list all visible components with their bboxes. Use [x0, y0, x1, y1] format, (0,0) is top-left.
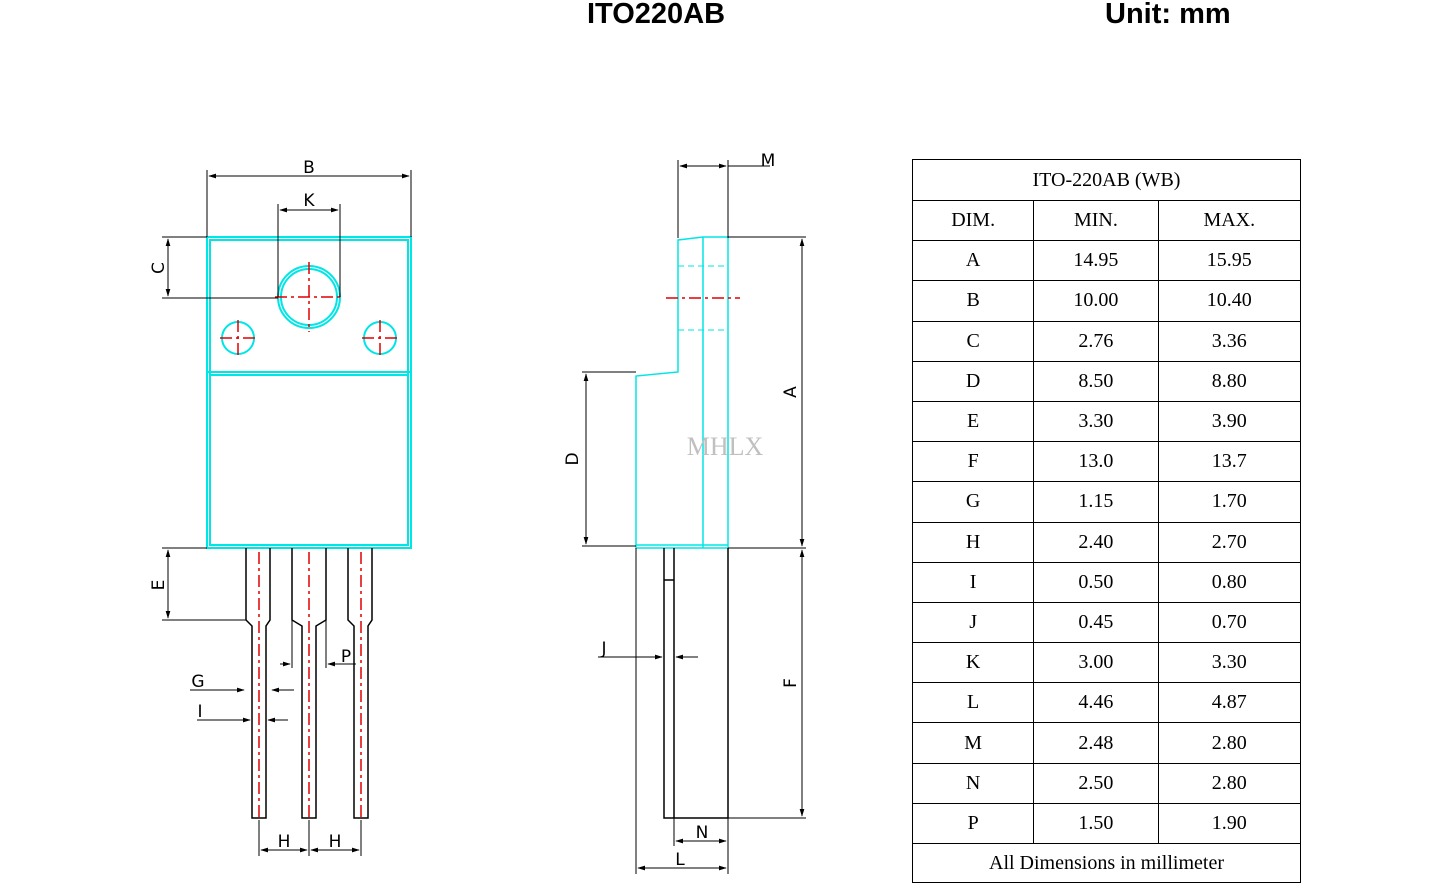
label-k: K: [303, 191, 315, 211]
table-caption: ITO-220AB (WB): [912, 159, 1301, 201]
unit-label: Unit: mm: [1105, 0, 1231, 30]
max-cell: 3.90: [1157, 400, 1302, 443]
column-header: MIN.: [1033, 199, 1159, 242]
label-h-2: H: [329, 832, 342, 852]
label-c: C: [149, 262, 169, 274]
label-i: I: [197, 702, 202, 722]
table-footer: All Dimensions in millimeter: [912, 843, 1301, 883]
table-header-row: DIM. MIN. MAX.: [911, 199, 1302, 242]
max-cell: 3.30: [1157, 642, 1302, 684]
max-cell: 0.70: [1157, 601, 1302, 644]
label-a: A: [781, 386, 801, 398]
label-g: G: [191, 672, 204, 692]
label-b: B: [303, 158, 315, 178]
min-cell: 3.00: [1033, 642, 1159, 684]
min-cell: 0.45: [1033, 601, 1159, 644]
label-n: N: [696, 823, 709, 843]
label-d: D: [563, 452, 583, 465]
label-e: E: [149, 580, 169, 591]
min-cell: 14.95: [1033, 240, 1159, 282]
min-cell: 2.40: [1033, 521, 1159, 563]
dim-cell: D: [911, 360, 1035, 402]
max-cell: 10.40: [1157, 280, 1302, 322]
label-h-1: H: [278, 832, 291, 852]
min-cell: 2.48: [1033, 722, 1159, 764]
max-cell: 0.80: [1157, 561, 1302, 603]
min-cell: 8.50: [1033, 360, 1159, 402]
dim-cell: K: [911, 642, 1035, 684]
label-m: M: [761, 151, 776, 171]
max-cell: 3.36: [1157, 320, 1302, 362]
max-cell: 4.87: [1157, 682, 1302, 724]
max-cell: 8.80: [1157, 360, 1302, 402]
dim-cell: L: [911, 682, 1035, 724]
label-f: F: [781, 678, 801, 688]
side-lead: [663, 548, 729, 819]
side-view: M A D J F N L MHLX: [563, 151, 806, 874]
max-cell: 2.70: [1157, 521, 1302, 563]
dim-cell: E: [911, 400, 1035, 443]
front-leads: [245, 548, 373, 819]
dim-cell: I: [911, 561, 1035, 603]
min-cell: 13.0: [1033, 441, 1159, 483]
dim-cell: N: [911, 762, 1035, 804]
min-cell: 4.46: [1033, 682, 1159, 724]
dim-cell: H: [911, 521, 1035, 563]
label-j: J: [600, 639, 606, 659]
dim-cell: B: [911, 280, 1035, 322]
dim-cell: A: [911, 240, 1035, 282]
front-view: B K C E G I P H H: [149, 158, 412, 856]
package-drawing: B K C E G I P H H: [149, 151, 806, 874]
label-p: P: [341, 647, 351, 667]
min-cell: 3.30: [1033, 400, 1159, 443]
package-title: ITO220AB: [587, 0, 726, 30]
dim-cell: C: [911, 320, 1035, 362]
dim-cell: F: [911, 441, 1035, 483]
max-cell: 2.80: [1157, 762, 1302, 804]
front-body-outline: [206, 236, 412, 549]
dim-cell: J: [911, 601, 1035, 644]
max-cell: 15.95: [1157, 240, 1302, 282]
min-cell: 0.50: [1033, 561, 1159, 603]
side-body-outline: [635, 236, 729, 549]
watermark: MHLX: [687, 432, 764, 461]
column-header: DIM.: [911, 199, 1035, 242]
dim-cell: P: [911, 802, 1035, 845]
column-header: MAX.: [1157, 199, 1302, 242]
max-cell: 1.70: [1157, 481, 1302, 523]
min-cell: 1.50: [1033, 802, 1159, 845]
dim-cell: M: [911, 722, 1035, 764]
min-cell: 1.15: [1033, 481, 1159, 523]
max-cell: 1.90: [1157, 802, 1302, 845]
max-cell: 13.7: [1157, 441, 1302, 483]
min-cell: 2.76: [1033, 320, 1159, 362]
min-cell: 10.00: [1033, 280, 1159, 322]
dim-cell: G: [911, 481, 1035, 523]
min-cell: 2.50: [1033, 762, 1159, 804]
max-cell: 2.80: [1157, 722, 1302, 764]
label-l: L: [675, 850, 685, 870]
